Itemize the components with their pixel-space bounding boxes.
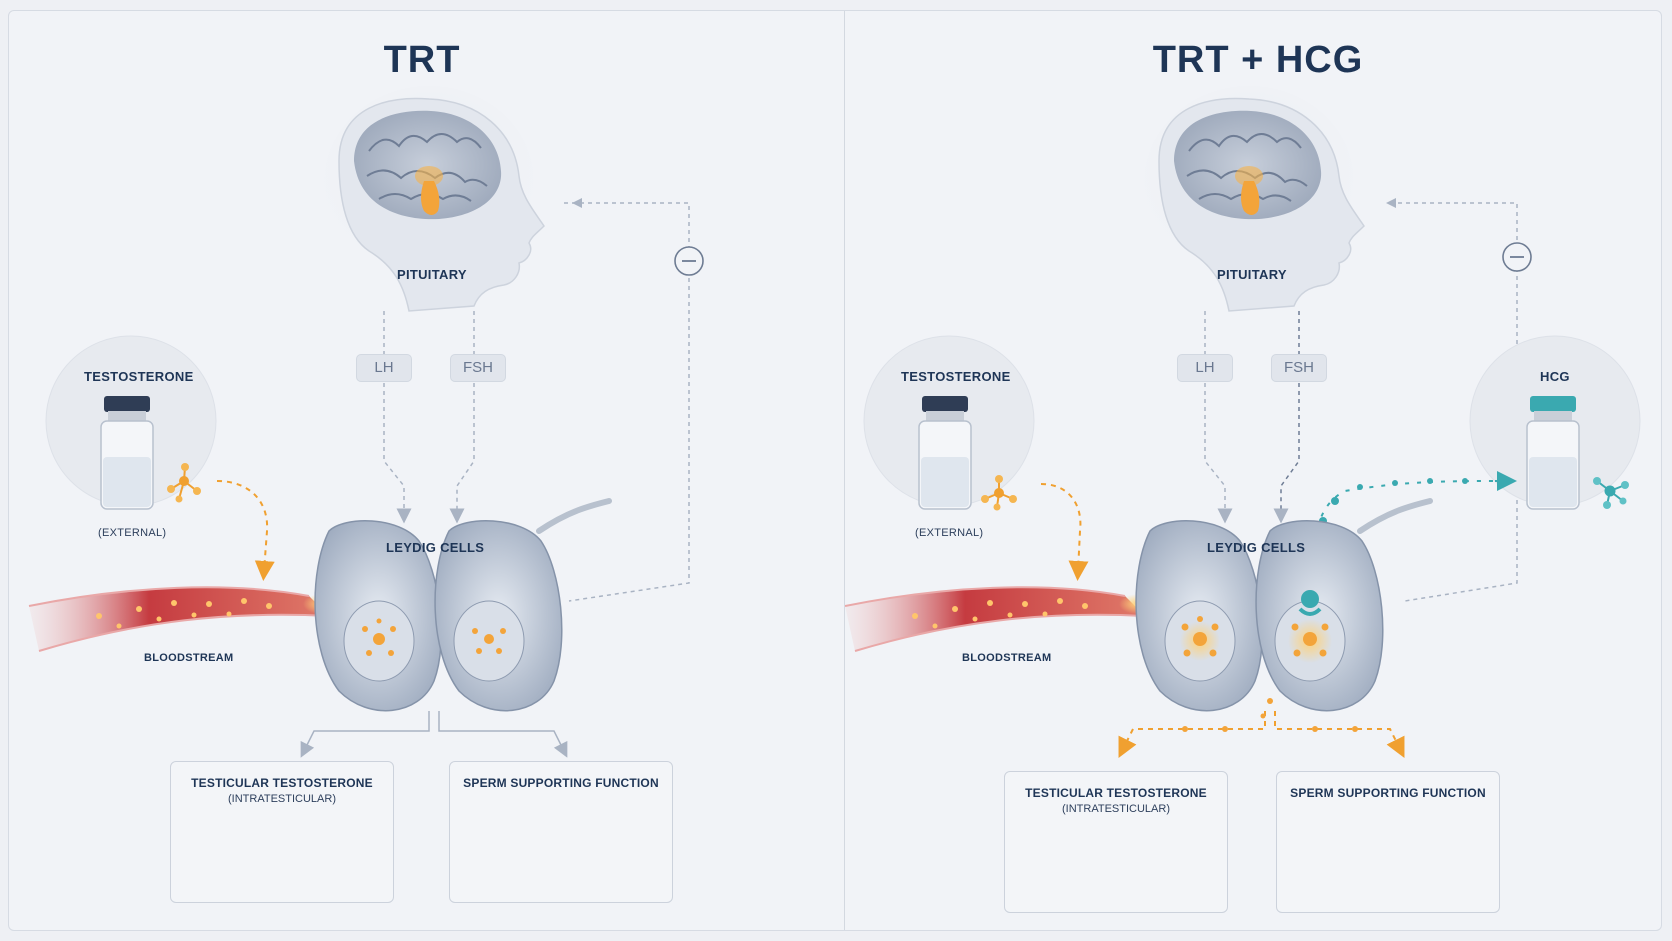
box-title: TESTICULAR TESTOSTERONE bbox=[1025, 786, 1207, 800]
lh-path bbox=[1204, 311, 1233, 524]
fsh-label: FSH bbox=[1271, 354, 1327, 382]
testicular-testosterone-box: TESTICULAR TESTOSTERONE (INTRATESTICULAR… bbox=[1004, 771, 1228, 913]
testosterone-flow-path bbox=[1040, 483, 1089, 581]
testosterone-vial-icon bbox=[863, 335, 1035, 510]
output-path-right bbox=[1274, 711, 1405, 758]
testis-icon bbox=[314, 498, 612, 712]
testis-icon bbox=[1135, 498, 1433, 712]
feedback-path bbox=[564, 202, 690, 602]
bloodstream-label: BLOODSTREAM bbox=[144, 652, 234, 664]
molecule-icon bbox=[981, 475, 1017, 511]
fsh-path bbox=[449, 311, 475, 524]
output-dots bbox=[1182, 698, 1358, 732]
molecule-icon bbox=[167, 463, 201, 503]
minus-icon bbox=[674, 246, 704, 276]
hcg-molecule-icon bbox=[1593, 477, 1629, 509]
output-path-left bbox=[1118, 711, 1266, 758]
lh-label: LH bbox=[356, 354, 412, 382]
vessel-icon bbox=[845, 586, 1155, 652]
panel-trt-hcg: TRT + HCG PITUITARY LH FSH TESTOSTERONE … bbox=[845, 11, 1661, 930]
external-label: (EXTERNAL) bbox=[915, 527, 984, 539]
fsh-label: FSH bbox=[450, 354, 506, 382]
lh-path bbox=[383, 311, 412, 524]
panel-title-trt-hcg: TRT + HCG bbox=[1152, 39, 1364, 81]
hcg-label: HCG bbox=[1540, 369, 1570, 384]
leydig-cells-label: LEYDIG CELLS bbox=[386, 540, 485, 555]
hcg-vial-icon bbox=[1469, 335, 1641, 510]
fsh-path bbox=[1273, 311, 1300, 524]
testosterone-vial-icon bbox=[45, 335, 217, 510]
box-title: SPERM SUPPORTING FUNCTION bbox=[463, 776, 659, 790]
panel-trt-hcg-graphics bbox=[845, 86, 1641, 903]
testosterone-label: TESTOSTERONE bbox=[84, 369, 194, 384]
box-title: TESTICULAR TESTOSTERONE bbox=[191, 776, 373, 790]
box-subtitle: (INTRATESTICULAR) bbox=[228, 793, 336, 805]
panel-trt: TRT PITUITARY LH FSH TESTOSTERONE (EXTER… bbox=[9, 11, 835, 930]
diagram-frame: TRT PITUITARY LH FSH TESTOSTERONE (EXTER… bbox=[8, 10, 1662, 931]
pituitary-label: PITUITARY bbox=[1217, 267, 1287, 282]
head-brain-icon bbox=[1144, 86, 1365, 312]
minus-icon bbox=[1502, 242, 1532, 272]
feedback-path bbox=[1390, 202, 1518, 602]
panel-title-trt: TRT bbox=[383, 39, 461, 81]
sperm-function-box: SPERM SUPPORTING FUNCTION bbox=[449, 761, 673, 903]
panel-divider bbox=[844, 11, 845, 930]
head-brain-icon bbox=[324, 86, 545, 312]
vessel-icon bbox=[28, 586, 339, 652]
testosterone-flow-path bbox=[216, 480, 275, 581]
box-subtitle: (INTRATESTICULAR) bbox=[1062, 803, 1170, 815]
leydig-cells-label: LEYDIG CELLS bbox=[1207, 540, 1306, 555]
testicular-testosterone-box: TESTICULAR TESTOSTERONE (INTRATESTICULAR… bbox=[170, 761, 394, 903]
external-label: (EXTERNAL) bbox=[98, 527, 167, 539]
output-path-right bbox=[438, 711, 568, 758]
pituitary-label: PITUITARY bbox=[397, 267, 467, 282]
panel-trt-graphics bbox=[28, 86, 704, 896]
sperm-function-box: SPERM SUPPORTING FUNCTION bbox=[1276, 771, 1500, 913]
output-path-left bbox=[300, 711, 430, 758]
bloodstream-label: BLOODSTREAM bbox=[962, 652, 1052, 664]
box-title: SPERM SUPPORTING FUNCTION bbox=[1290, 786, 1486, 800]
testosterone-label: TESTOSTERONE bbox=[901, 369, 1011, 384]
lh-label: LH bbox=[1177, 354, 1233, 382]
